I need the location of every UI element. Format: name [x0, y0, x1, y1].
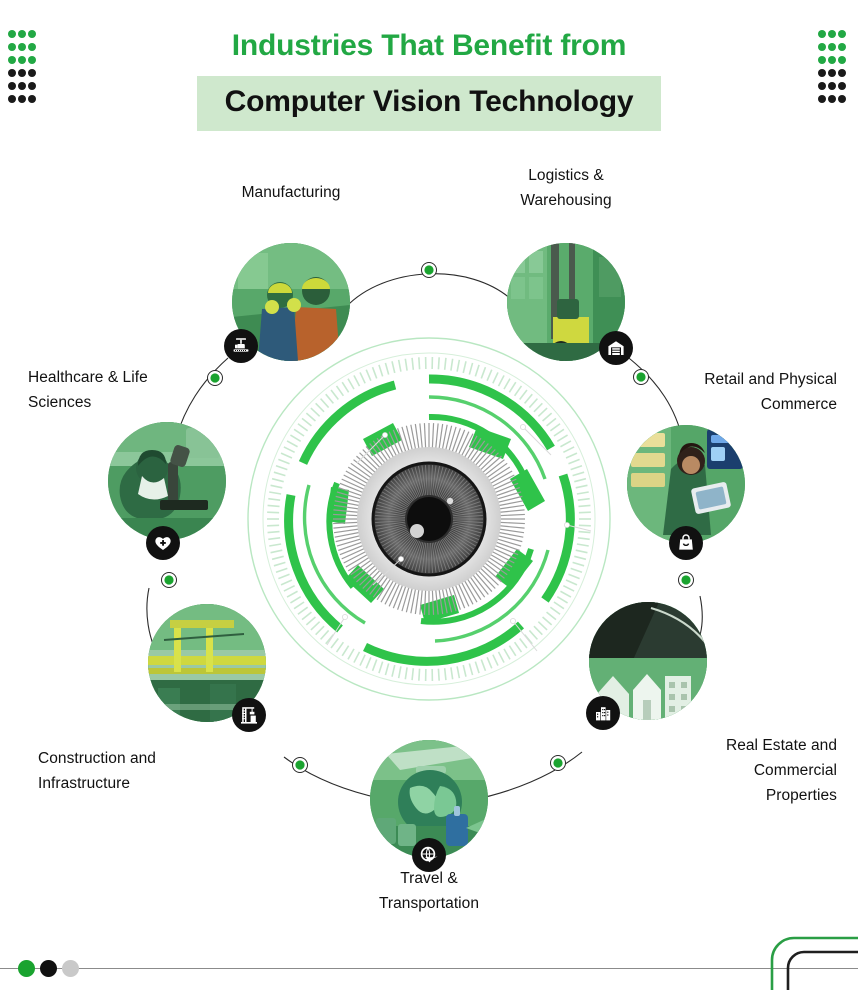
decorative-dot	[18, 56, 26, 64]
globe-plane-icon	[412, 838, 446, 872]
decorative-dot	[838, 82, 846, 90]
decorative-dot	[8, 82, 16, 90]
decorative-dot	[818, 69, 826, 77]
decorative-dot	[28, 95, 36, 103]
decorative-dot	[8, 30, 16, 38]
robot-arm-icon	[224, 329, 258, 363]
decorative-dot	[818, 95, 826, 103]
computer-vision-eye-graphic	[245, 335, 613, 703]
decorative-dot	[818, 56, 826, 64]
footer-dot-group	[18, 960, 79, 977]
decorative-dot-grid-right	[818, 30, 848, 108]
node-label-real-estate-commercial-properties: Real Estate and Commercial Properties	[725, 737, 837, 805]
node-manufacturing[interactable]: Manufacturing	[224, 184, 350, 363]
decorative-dot	[838, 69, 846, 77]
footer-corner-arcs	[748, 930, 858, 990]
node-healthcare-life-sciences[interactable]: Healthcare & Life Sciences	[28, 369, 226, 560]
footer-divider	[0, 968, 858, 969]
decorative-dot	[838, 43, 846, 51]
warehouse-icon	[599, 331, 633, 365]
node-photo-travel	[370, 740, 488, 858]
decorative-dot	[838, 30, 846, 38]
page-header: Industries That Benefit from Computer Vi…	[0, 28, 858, 131]
decorative-dot	[838, 95, 846, 103]
node-logistics-warehousing[interactable]: Logistics & Warehousing	[507, 167, 633, 365]
heart-cross-icon	[146, 526, 180, 560]
decorative-dot-grid-left	[8, 30, 38, 108]
decorative-dot	[18, 43, 26, 51]
decorative-dot	[18, 30, 26, 38]
page-title-line-1: Industries That Benefit from	[231, 29, 627, 62]
decorative-dot	[28, 69, 36, 77]
decorative-dot	[8, 95, 16, 103]
node-label-logistics-warehousing: Logistics & Warehousing	[520, 167, 612, 210]
decorative-dot	[8, 56, 16, 64]
node-real-estate-commercial-properties[interactable]: Real Estate and Commercial Properties	[586, 602, 837, 804]
decorative-dot	[828, 30, 836, 38]
footer-dot-black	[40, 960, 57, 977]
node-label-construction-infrastructure: Construction and Infrastructure	[38, 750, 156, 793]
decorative-dot	[8, 43, 16, 51]
decorative-dot	[838, 56, 846, 64]
decorative-dot	[18, 69, 26, 77]
decorative-dot	[818, 30, 826, 38]
decorative-dot	[818, 43, 826, 51]
decorative-dot	[18, 95, 26, 103]
node-retail-physical-commerce[interactable]: Retail and Physical Commerce	[627, 371, 837, 560]
connector-manufacturing-logistics	[345, 273, 513, 308]
decorative-dot	[828, 95, 836, 103]
node-label-manufacturing: Manufacturing	[241, 184, 341, 201]
shopping-bag-icon	[669, 526, 703, 560]
node-label-retail-physical-commerce: Retail and Physical Commerce	[704, 371, 837, 414]
decorative-dot	[28, 56, 36, 64]
decorative-dot	[8, 69, 16, 77]
footer-dot-gray	[62, 960, 79, 977]
page-title-highlight-box: Computer Vision Technology	[196, 76, 662, 131]
crane-icon	[232, 698, 266, 732]
node-label-healthcare-life-sciences: Healthcare & Life Sciences	[28, 369, 148, 412]
decorative-dot	[28, 82, 36, 90]
decorative-dot	[828, 82, 836, 90]
city-buildings-icon	[586, 696, 620, 730]
decorative-dot	[28, 30, 36, 38]
node-photo-healthcare	[108, 422, 226, 540]
decorative-dot	[18, 82, 26, 90]
footer-dot-green	[18, 960, 35, 977]
node-label-travel-transportation: Travel & Transportation	[378, 870, 480, 913]
decorative-dot	[818, 82, 826, 90]
decorative-dot	[28, 43, 36, 51]
node-construction-infrastructure[interactable]: Construction and Infrastructure	[38, 604, 266, 792]
node-travel-transportation[interactable]: Travel & Transportation	[370, 740, 488, 912]
node-photo-retail	[627, 425, 745, 543]
decorative-dot	[828, 69, 836, 77]
page-title-line-2: Computer Vision Technology	[224, 85, 634, 118]
decorative-dot	[828, 43, 836, 51]
connector-realestate-travel	[471, 751, 583, 801]
decorative-dot	[828, 56, 836, 64]
